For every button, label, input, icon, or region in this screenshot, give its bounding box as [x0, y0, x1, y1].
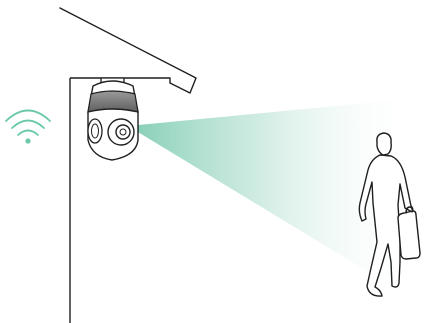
- wifi-icon: [6, 111, 50, 144]
- camera-lens: [116, 125, 130, 139]
- roof-line: [60, 8, 196, 93]
- security-camera-icon: [88, 78, 138, 160]
